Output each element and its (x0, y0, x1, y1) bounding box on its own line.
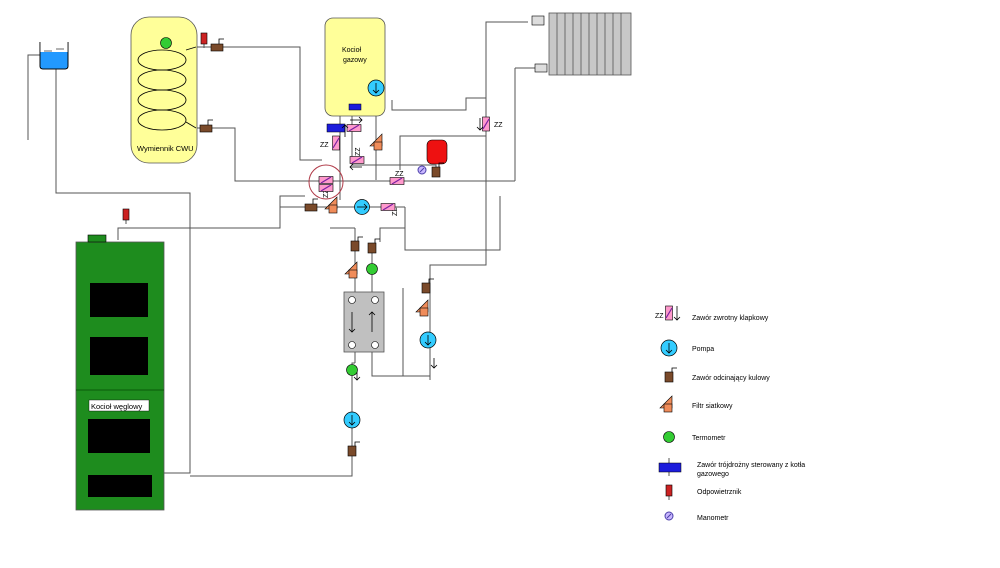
right-ball-valve-icon (421, 278, 435, 294)
legend-label-pump: Pompa (692, 346, 714, 353)
gas-boiler-pump-icon (367, 79, 385, 97)
right-filter-icon (415, 299, 429, 317)
gas-boiler-label-line2: gazowy (343, 57, 367, 64)
legend-item-manometer: Manometr (664, 511, 729, 522)
water-tank (39, 42, 69, 70)
legend: ZZ Zawór zwrotny klapkowy Pompa Zawór od… (655, 305, 805, 522)
legend-item-three-way-valve: Zawór trójdrożny sterowany z kotła gazow… (658, 458, 805, 478)
legend-thermometer-icon (663, 431, 675, 443)
coal-boiler-label: Kocioł węglowy (91, 402, 143, 411)
zz-label-1: ZZ (320, 142, 329, 149)
legend-three-way-valve-icon (658, 462, 682, 473)
coal-check-valve-icon (380, 202, 396, 212)
manometer-system-icon (417, 165, 427, 175)
legend-item-air-vent: Odpowietrznik (665, 484, 742, 501)
dhw-ball-valve-top-icon (210, 38, 225, 52)
check-valve-highlight-icon (318, 175, 334, 185)
dhw-thermometer-icon (160, 37, 172, 49)
dhw-ball-valve-bottom-icon (199, 119, 214, 133)
gas-boiler: Kocioł gazowy (324, 17, 386, 117)
check-valve-gas-left-icon (331, 135, 341, 151)
phe-thermometer-icon (366, 263, 378, 275)
legend-item-pump: Pompa (660, 339, 714, 357)
phe-left-ball-valve-icon (350, 236, 364, 252)
dhw-air-vent-icon (200, 32, 208, 49)
coal-boiler-door-2 (90, 337, 148, 375)
legend-label-three-way-valve-2: gazowego (697, 471, 729, 478)
phe-left-filter-icon (344, 261, 358, 279)
coal-pump-icon (354, 199, 370, 215)
plate-heat-exchanger (343, 291, 385, 353)
legend-label-check-valve: Zawór zwrotny klapkowy (692, 315, 769, 322)
zz-label-6: ZZ (392, 207, 399, 216)
coal-boiler-door-3 (88, 419, 150, 453)
right-pump-icon (419, 331, 437, 349)
legend-filter-icon (659, 395, 673, 413)
legend-item-thermometer: Termometr (663, 431, 726, 443)
legend-pump-icon (660, 339, 678, 357)
coal-boiler-door-1 (90, 283, 148, 317)
check-valve-highlight-2-icon (318, 183, 334, 193)
legend-ball-valve-icon (664, 367, 678, 383)
radiator-valve-top (531, 15, 545, 26)
highlight-circle (308, 164, 344, 200)
gas-boiler-display (348, 103, 362, 111)
dhw-exchanger-label: Wymiennik CWU (137, 144, 194, 153)
legend-air-vent-icon (665, 484, 673, 501)
gas-boiler-label-line1: Kocioł (342, 47, 362, 54)
coal-air-vent-icon (122, 208, 130, 225)
legend-label-manometer: Manometr (697, 515, 729, 522)
legend-item-filter: Filtr siatkowy (659, 395, 733, 413)
dhw-coil (137, 46, 197, 131)
flow-arrows (341, 116, 484, 381)
coal-boiler: Kocioł węglowy (75, 234, 165, 511)
coal-boiler-label-box (88, 399, 150, 412)
check-valve-radiator-icon (481, 116, 491, 132)
phe-bottom-ball-valve-icon (347, 441, 361, 457)
zz-label-5: ZZ (323, 189, 330, 198)
legend-item-check-valve: ZZ Zawór zwrotny klapkowy (655, 305, 769, 322)
coal-ball-valve-icon (304, 198, 319, 212)
legend-item-ball-valve: Zawór odcinający kulowy (664, 367, 770, 383)
check-valve-return-icon (389, 176, 405, 186)
check-valve-gas-mid-icon (349, 155, 365, 165)
legend-manometer-icon (664, 511, 674, 521)
coal-boiler-door-4 (88, 475, 152, 497)
zz-label-2: ZZ (494, 122, 503, 129)
zz-label-4: ZZ (355, 147, 362, 156)
legend-label-three-way-valve: Zawór trójdrożny sterowany z kotła (697, 462, 805, 469)
coal-boiler-control (87, 234, 107, 243)
legend-label-air-vent: Odpowietrznik (697, 489, 742, 496)
radiator-valve-bottom (534, 63, 548, 73)
phe-right-ball-valve-icon (367, 238, 381, 254)
phe-bottom-thermometer-icon (346, 364, 358, 376)
check-valve-gas-top-icon (346, 123, 362, 133)
radiator (531, 12, 632, 76)
legend-label-ball-valve: Zawór odcinający kulowy (692, 375, 770, 382)
legend-zz-prefix: ZZ (655, 313, 664, 320)
expansion-vessel (426, 139, 448, 165)
legend-label-thermometer: Termometr (692, 435, 726, 442)
legend-label-filter: Filtr siatkowy (692, 403, 733, 410)
phe-bottom-pump-icon (343, 411, 361, 429)
zz-label-3: ZZ (395, 171, 404, 178)
dhw-exchanger: Wymiennik CWU (130, 16, 198, 164)
